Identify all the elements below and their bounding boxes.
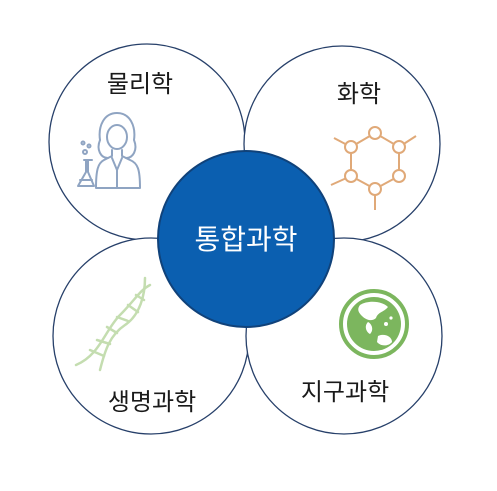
globe-icon — [339, 289, 409, 359]
center-label: 통합과학 — [194, 223, 297, 256]
scientist-icon — [77, 112, 141, 189]
physics-label: 물리학 — [107, 70, 173, 98]
earth-science-label: 지구과학 — [301, 378, 389, 406]
molecule-icon — [330, 126, 417, 210]
chemistry-label: 화학 — [337, 80, 381, 108]
center-circle — [157, 150, 335, 328]
dna-icon — [74, 276, 152, 372]
biology-label: 생명과학 — [108, 388, 196, 416]
